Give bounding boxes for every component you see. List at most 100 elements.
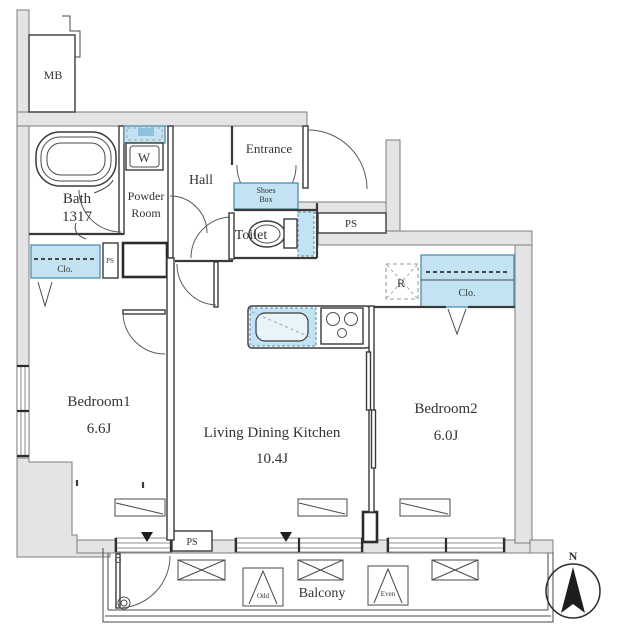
powder-room-label-2: Room <box>131 206 161 220</box>
leader-line <box>74 222 87 240</box>
drain-icon <box>117 596 131 610</box>
wall-powder-right <box>167 125 174 259</box>
sliding-door-panel <box>365 351 372 411</box>
bathtub-icon <box>35 131 117 187</box>
bedroom1-closet: Clo. <box>30 244 101 308</box>
toilet-washbasin <box>297 211 315 257</box>
ps-shaft-entrance: PS <box>317 212 387 234</box>
toilet-icon <box>248 218 298 249</box>
bedroom1-size-label: 6.6J <box>87 421 112 437</box>
window-left-wall <box>16 364 30 458</box>
wall-bedroom1-ldk <box>166 257 175 541</box>
meter-box-label: MB <box>44 68 63 82</box>
window-bedroom2-balcony <box>386 537 506 553</box>
window-ldk-balcony <box>234 537 364 553</box>
closet1-door-mark <box>37 281 53 308</box>
wall-ldk-bedroom2 <box>365 305 377 513</box>
sink-basin-icon <box>255 312 309 342</box>
ps-balcony-label: PS <box>186 537 197 548</box>
bedroom1-door-leaf <box>122 309 166 315</box>
closet1-label: Clo. <box>57 264 72 274</box>
ps-entrance-label: PS <box>345 218 357 230</box>
powder-door-arc <box>169 195 208 234</box>
partition-panel-odd: Odd <box>242 567 284 607</box>
bedroom2-label: Bedroom2 <box>414 401 477 417</box>
partition-panel-even: Even <box>367 565 409 606</box>
wall-entrance-alcove <box>297 201 401 214</box>
wall-top-right-vertical <box>385 139 401 236</box>
washer-label: W <box>138 150 151 165</box>
stove-icon <box>320 307 364 345</box>
wall-right-step <box>529 539 554 554</box>
shoes-box-label-1: Shoes <box>256 186 275 195</box>
compass-north-label: N <box>569 549 578 563</box>
balcony: Odd Balcony Even <box>102 548 554 623</box>
panel-even-label: Even <box>381 590 396 598</box>
compass-icon: N <box>545 549 601 619</box>
bedroom1-label: Bedroom1 <box>67 394 130 410</box>
front-door-leaf <box>302 125 309 189</box>
front-door-arc <box>307 129 368 190</box>
ac-unit-icon <box>297 498 348 517</box>
toilet-door-leaf <box>228 212 235 260</box>
ps-shaft-balcony: PS <box>171 530 213 552</box>
balcony-label: Balcony <box>299 586 346 601</box>
toilet-door-arc <box>190 216 231 259</box>
bedroom1-door-arc <box>122 313 166 355</box>
window-marker-icon <box>141 532 153 542</box>
closet2-label: Clo. <box>459 288 476 299</box>
powder-room-label-1: Powder <box>128 189 165 203</box>
washing-machine-icon <box>125 142 164 171</box>
window-bedroom1-balcony <box>114 537 173 553</box>
entrance-label: Entrance <box>246 141 292 156</box>
bedroom2-size-label: 6.0J <box>434 428 459 444</box>
panel-odd-label: Odd <box>257 592 270 600</box>
laundry-faucet-icon <box>138 128 154 136</box>
ps-shaft-bedroom1: PS <box>102 242 119 279</box>
meter-box-outline <box>28 34 76 113</box>
window-marker-icon <box>280 532 292 542</box>
drain-icon <box>120 599 128 607</box>
vent-grille-icon <box>431 559 479 581</box>
shoes-box: Shoes Box <box>233 182 299 210</box>
refrigerator-space: R <box>385 263 419 300</box>
refrigerator-label: R <box>397 276 405 290</box>
drain-icon <box>115 557 121 563</box>
wall-bath-right <box>118 125 125 235</box>
ldk-door-arc <box>176 263 217 306</box>
leader-line <box>93 179 114 194</box>
ldk-label: Living Dining Kitchen <box>204 425 341 441</box>
ac-unit-icon <box>399 498 451 517</box>
ac-unit-icon <box>114 498 166 517</box>
wall-right <box>514 240 533 544</box>
vent-grille-icon <box>297 559 344 581</box>
bedroom2-closet: Clo. <box>374 254 515 336</box>
bath-room: Bath 1317 <box>29 125 125 240</box>
ldk-size-label: 10.4J <box>256 451 288 467</box>
wall-left-strip <box>16 9 30 127</box>
toilet-label: Toilet <box>235 228 268 243</box>
meter-box: MB <box>28 15 81 113</box>
structural-column <box>361 510 379 544</box>
hall-label: Hall <box>189 173 213 188</box>
meter-box-notch <box>62 15 81 58</box>
north-needle-icon <box>561 567 585 613</box>
closet2-door-mark <box>447 308 467 336</box>
powder-room: W Powder Room <box>123 125 208 259</box>
balcony-outline <box>102 548 554 623</box>
wall-top-band <box>16 111 308 127</box>
balcony-door-arc <box>117 555 171 609</box>
sliding-door-panel <box>370 409 377 469</box>
bath-door-arc <box>78 189 122 233</box>
shoes-box-label-2: Box <box>259 195 272 204</box>
hall: Hall <box>175 126 234 263</box>
storage-shaft <box>121 241 169 279</box>
ldk-door-leaf <box>213 261 219 308</box>
toilet-room: Toilet <box>190 203 319 260</box>
ps-bedroom1-label: PS <box>106 257 114 265</box>
bath-label: Bath <box>63 191 92 207</box>
wall-bottom-left-step <box>16 457 111 558</box>
bath-size-label: 1317 <box>62 209 93 225</box>
